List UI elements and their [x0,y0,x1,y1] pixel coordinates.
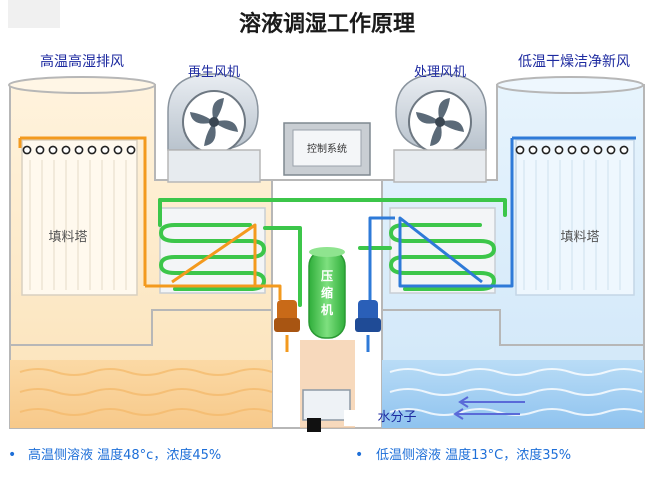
legend-bullet-hot: • [8,447,16,463]
cold-pump [355,300,381,332]
hot-pump [274,300,300,332]
refrigerant-loop [158,198,507,307]
control-system: 控制系统 [283,122,371,176]
diagram-title: 溶液调湿工作原理 [239,11,415,37]
cold-solution-pipe [366,138,514,352]
compressor-label-3: 机 [321,302,333,317]
arrow-left-icon [453,396,525,420]
regen-fan [167,73,261,183]
heat-exchanger [302,389,351,421]
supply-label: 低温干燥洁净新风 [518,54,630,70]
compressor-label-1: 压 [321,269,333,283]
compressor-label-2: 缩 [321,285,333,300]
water-label: 水分子 [377,410,416,425]
corner-box [8,0,60,28]
legend: • 高温侧溶液 温度48°c，浓度45% • 低温侧溶液 温度13°C，浓度35… [8,447,571,463]
process-fan-label: 处理风机 [414,65,466,80]
tower-left-label: 填料塔 [48,230,87,245]
fan-icon [190,98,238,146]
fan-icon [416,98,464,146]
legend-bullet-cold: • [355,447,363,463]
valve-block [307,418,321,432]
packing-tower-left [21,139,138,296]
exhaust-label: 高温高湿排风 [40,53,124,70]
tower-right-label: 填料塔 [560,230,599,245]
spray-header-right [512,136,636,155]
control-label: 控制系统 [307,142,347,155]
packing-tower-right [515,139,635,296]
legend-cold: 低温侧溶液 温度13°C，浓度35% [376,447,571,463]
spray-header-left [18,136,147,286]
exhaust-outlet [8,76,156,94]
process-fan [393,73,487,183]
regen-fan-label: 再生风机 [188,65,240,80]
compressor: 压 缩 机 [308,247,346,339]
hot-solution-pipe [145,223,289,352]
legend-hot: 高温侧溶液 温度48°c，浓度45% [28,447,221,463]
supply-outlet [496,76,644,94]
